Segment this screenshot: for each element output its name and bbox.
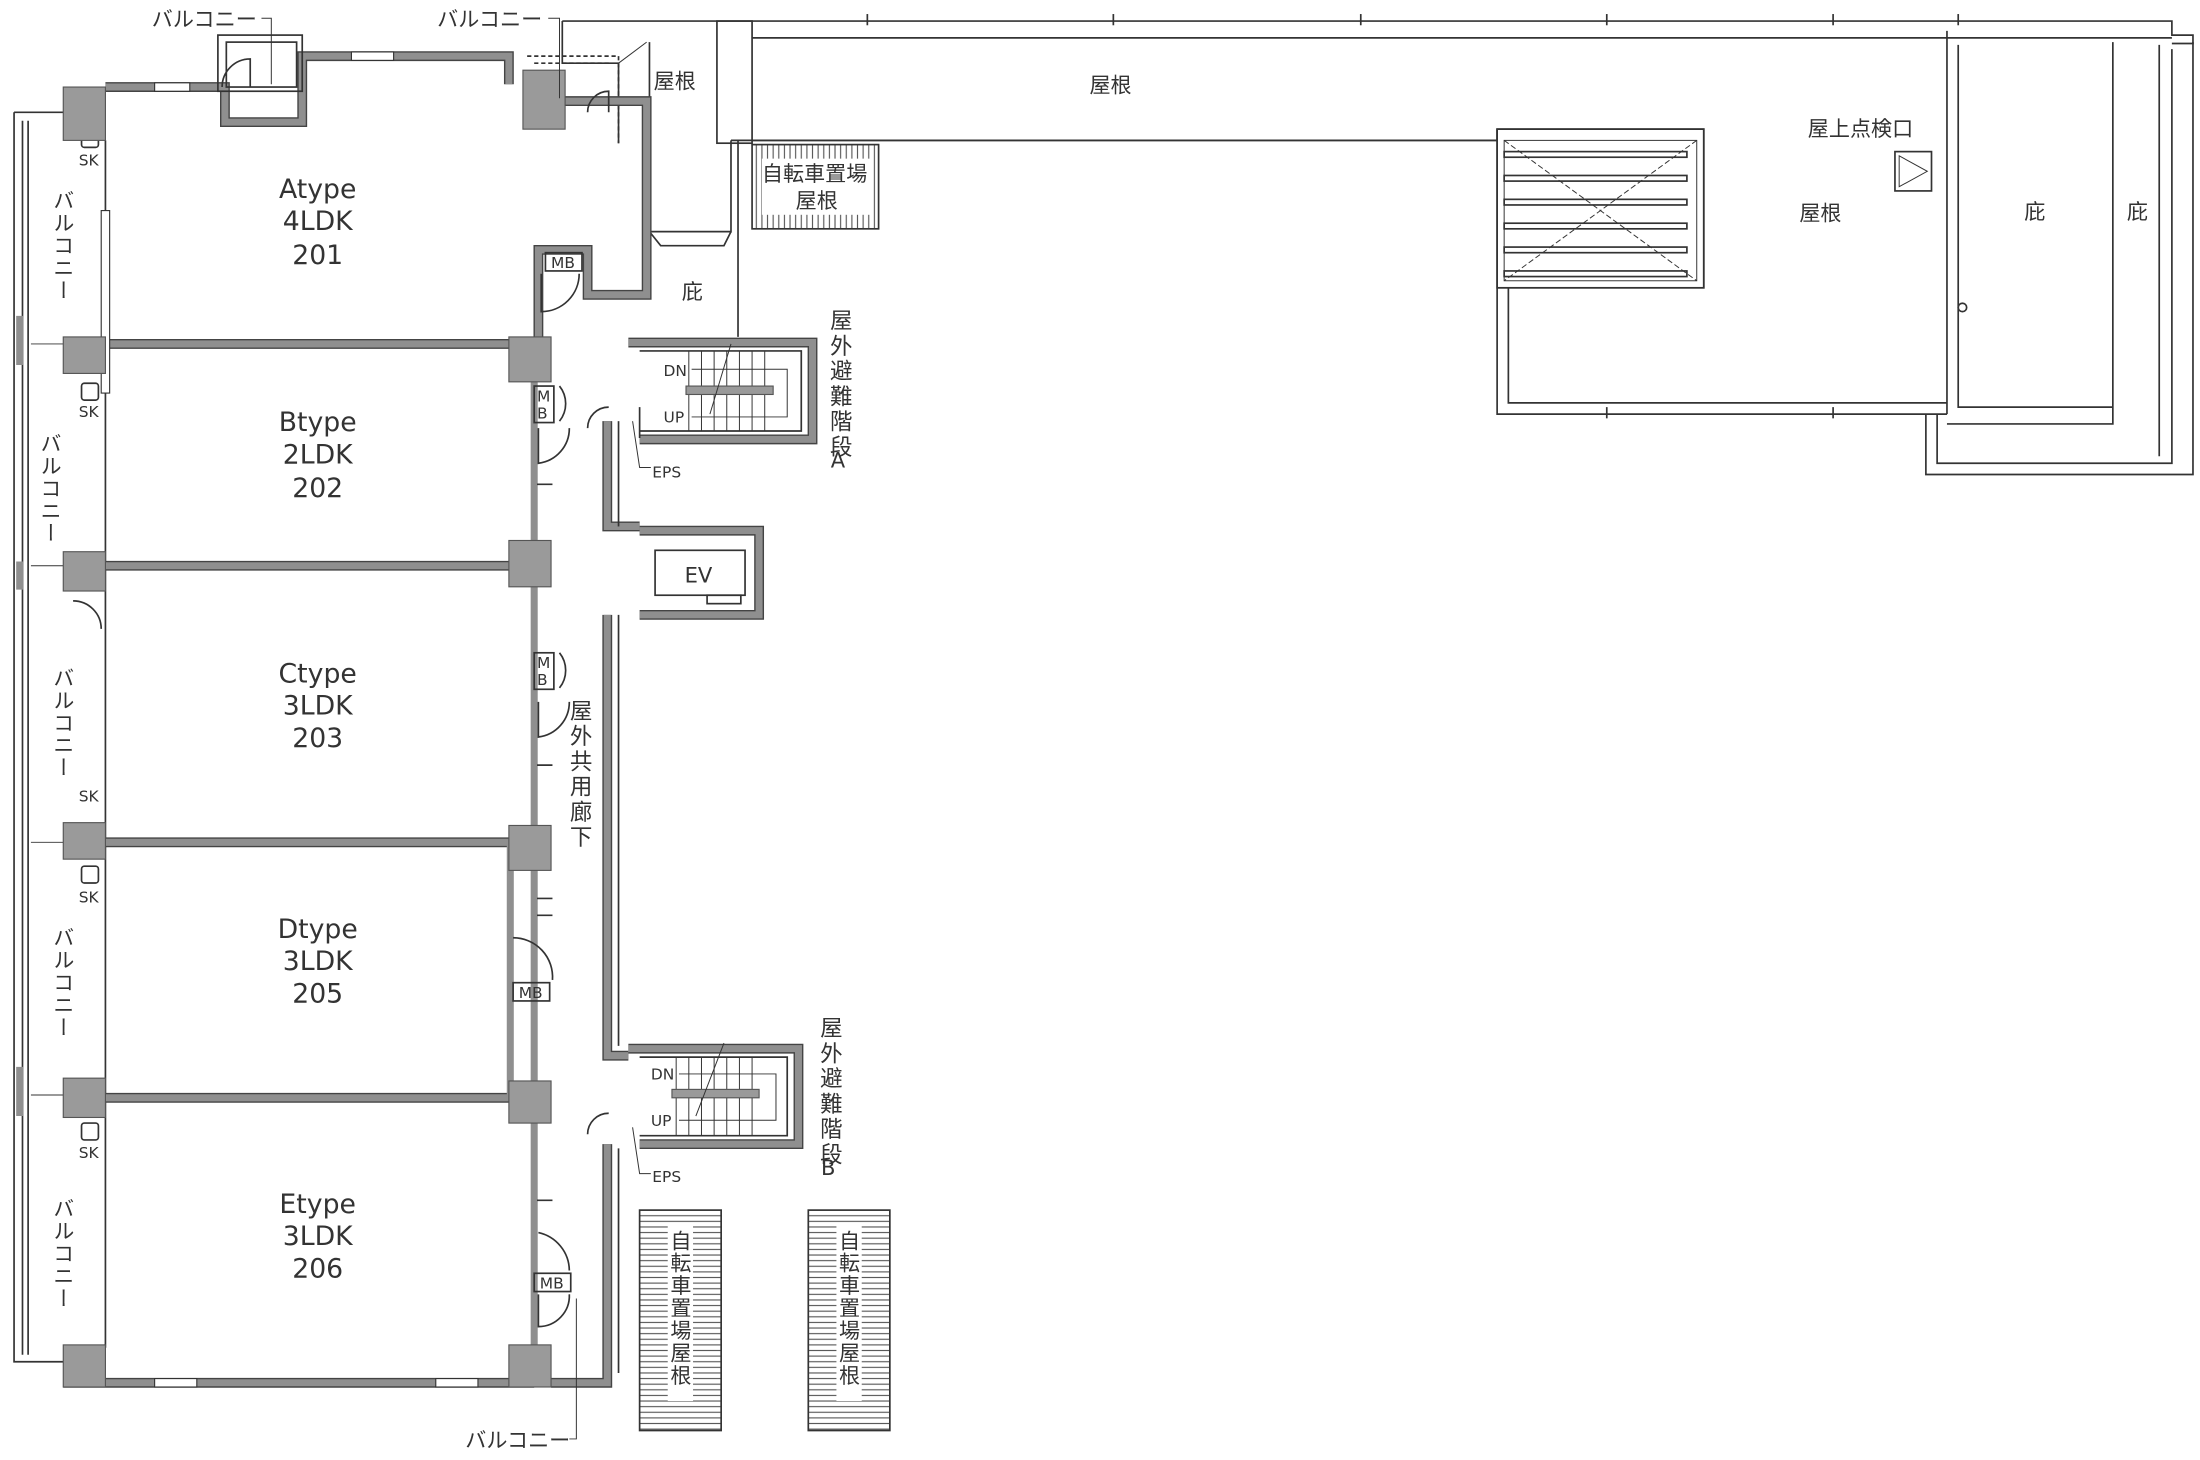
unit-layout: 3LDK <box>283 1221 354 1252</box>
stairs-a-letter: A <box>831 447 846 472</box>
corridor-label: 屋外共用廊下 <box>566 699 592 851</box>
bicycle-roof-lower-right-label: 自転車置場屋根 <box>837 1229 862 1387</box>
bicycle-roof-top-line1: 自転車置場 <box>762 161 867 186</box>
unit-type: Dtype <box>278 914 358 945</box>
unit-201[interactable]: Atype 4LDK 201 <box>279 174 356 271</box>
stairs-a[interactable] <box>628 337 818 445</box>
unit-layout: 2LDK <box>283 439 354 470</box>
sink-label-5: SK <box>79 1144 100 1162</box>
meter-box-label-202-m: M <box>537 388 550 406</box>
unit-layout: 3LDK <box>283 946 354 977</box>
unit-number: 203 <box>292 723 343 754</box>
roof-label-main: 屋根 <box>1799 200 1841 225</box>
balcony-label-side-4: バルコニー <box>51 927 76 1039</box>
main-roof <box>1496 30 2194 476</box>
meter-box-label-206: MB <box>540 1275 564 1293</box>
inspection-hatch-label: 屋上点検口 <box>1808 116 1913 141</box>
unit-number: 205 <box>292 978 343 1009</box>
unit-type: Btype <box>279 407 357 438</box>
eave-label-right-inner: 庇 <box>2024 199 2045 224</box>
bicycle-roof-lower-left-label: 自転車置場屋根 <box>668 1229 693 1387</box>
unit-type: Etype <box>279 1189 356 1220</box>
meter-box-label-201: MB <box>551 254 575 272</box>
roof-label-strip: 屋根 <box>1089 73 1131 98</box>
stairs-b-eps: EPS <box>652 1168 681 1186</box>
meter-box-label-205: MB <box>519 984 543 1002</box>
meter-box-label-202-b: B <box>537 404 548 422</box>
sink-label-4: SK <box>79 889 100 907</box>
structural-columns <box>62 69 566 1388</box>
elevator-label: EV <box>685 563 713 588</box>
balcony-label-side-2: バルコニー <box>38 432 63 544</box>
stairs-a-up: UP <box>664 409 685 427</box>
stairs-b-label: 屋外避難階段 <box>816 1016 842 1168</box>
stairs-b-letter: B <box>821 1155 835 1180</box>
balcony-label-bottom: バルコニー <box>465 1427 570 1452</box>
balcony-label-side-1: バルコニー <box>51 190 76 302</box>
sinks <box>80 129 100 1141</box>
eave-label-corridor: 庇 <box>682 279 703 304</box>
meter-box-label-203-b: B <box>537 671 548 689</box>
meter-box-203 <box>533 651 555 691</box>
stairs-a-eps: EPS <box>652 463 681 481</box>
unit-205[interactable]: Dtype 3LDK 205 <box>278 914 358 1010</box>
balcony-label-side-3: バルコニー <box>51 667 76 779</box>
sink-label-3: SK <box>79 788 100 806</box>
unit-layout: 4LDK <box>283 206 354 237</box>
sink-label-2: SK <box>79 403 100 421</box>
meter-box-205 <box>512 981 551 1002</box>
unit-202[interactable]: Btype 2LDK 202 <box>279 407 357 504</box>
meter-box-202 <box>533 385 555 424</box>
windows <box>100 51 479 1388</box>
unit-number: 206 <box>292 1254 343 1285</box>
sink-label-1: SK <box>79 152 100 170</box>
doors <box>73 58 610 1328</box>
bicycle-roof-top-line2: 屋根 <box>796 188 838 213</box>
unit-206[interactable]: Etype 3LDK 206 <box>279 1189 356 1285</box>
unit-type: Atype <box>279 174 356 205</box>
eave-label-right-outer: 庇 <box>2127 199 2148 224</box>
balcony-label-side-5: バルコニー <box>51 1197 76 1309</box>
unit-walls <box>63 34 652 1388</box>
unit-203[interactable]: Ctype 3LDK 203 <box>279 658 357 754</box>
roof-louvers <box>1503 150 1688 278</box>
meter-box-201 <box>544 251 583 272</box>
stairs-b-up: UP <box>651 1112 672 1130</box>
unit-type: Ctype <box>279 658 357 689</box>
unit-number: 202 <box>292 473 343 504</box>
stairs-a-dn: DN <box>664 362 687 380</box>
meter-box-label-203-m: M <box>537 654 550 672</box>
elevator[interactable]: EV <box>639 525 765 620</box>
stairs-a-label: 屋外避難階段 <box>826 309 852 461</box>
balcony-label-top-left: バルコニー <box>152 7 257 32</box>
unit-layout: 3LDK <box>283 691 354 722</box>
stairs-b[interactable] <box>628 1042 804 1150</box>
roof-drain-marks <box>866 14 1960 419</box>
roof-label-small: 屋根 <box>654 68 696 93</box>
stairs-b-dn: DN <box>651 1066 674 1084</box>
unit-number: 201 <box>292 240 343 271</box>
balcony-label-top-right: バルコニー <box>437 7 542 32</box>
meter-box-206 <box>533 1272 572 1293</box>
